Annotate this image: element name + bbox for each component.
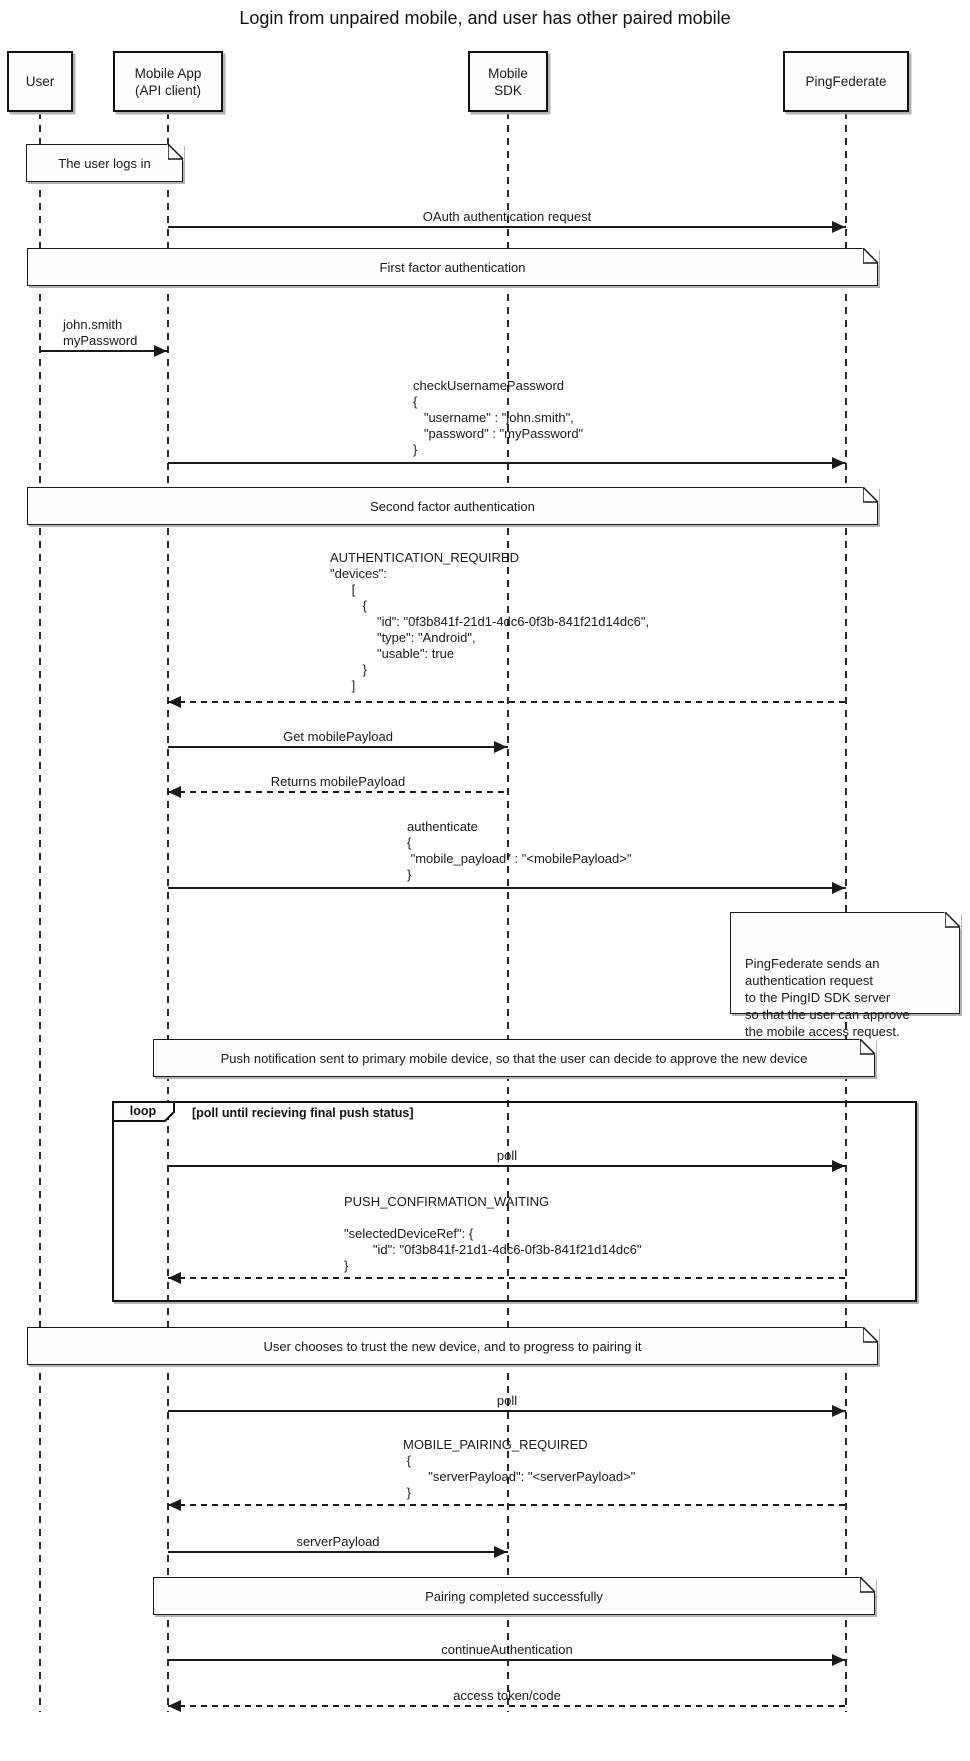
arrowhead-right-icon xyxy=(154,345,167,357)
arrowhead-left-icon xyxy=(168,1499,181,1511)
message-poll-2-line xyxy=(168,1410,846,1412)
message-continue-authentication-line xyxy=(168,1659,846,1661)
message-oauth-label: OAuth authentication request xyxy=(422,209,592,224)
note-text: Pairing completed successfully xyxy=(425,1588,603,1604)
loop-operator-label: loop xyxy=(129,1104,157,1118)
note-fold-icon xyxy=(167,143,184,160)
arrowhead-left-icon xyxy=(168,786,181,798)
arrowhead-right-icon xyxy=(832,882,845,894)
note-text: The user logs in xyxy=(58,155,151,171)
arrowhead-left-icon xyxy=(168,696,181,708)
message-access-token-label: access token/code xyxy=(453,1688,561,1703)
lifeline-mobile-app xyxy=(167,112,169,1712)
message-push-confirmation-waiting-line xyxy=(168,1277,846,1279)
arrowhead-right-icon xyxy=(832,457,845,469)
message-returns-mobile-payload-line xyxy=(168,791,508,793)
message-mobile-pairing-required-label: MOBILE_PAIRING_REQUIRED { "serverPayload… xyxy=(403,1437,636,1500)
note-text: First factor authentication xyxy=(379,259,526,275)
message-returns-mobile-payload-label: Returns mobilePayload xyxy=(270,774,406,789)
note-user-trusts: User chooses to trust the new device, an… xyxy=(27,1326,879,1365)
note-text: Second factor authentication xyxy=(370,498,535,514)
lifeline-mobile-sdk xyxy=(507,112,509,1712)
message-access-token-line xyxy=(168,1705,846,1707)
message-credentials-line xyxy=(40,350,168,352)
message-check-username-password-line xyxy=(168,462,846,464)
note-pingfederate-sends: PingFederate sends an authentication req… xyxy=(730,911,961,1039)
note-user-logs-in: The user logs in xyxy=(26,143,184,182)
note-fold-icon xyxy=(862,1326,879,1343)
note-fold-icon xyxy=(859,1576,876,1593)
note-text: User chooses to trust the new device, an… xyxy=(263,1338,642,1354)
loop-operator-tab: loop xyxy=(112,1101,176,1122)
message-server-payload-label: serverPayload xyxy=(296,1534,380,1549)
diagram-title: Login from unpaired mobile, and user has… xyxy=(239,8,731,28)
loop-pentagon-icon xyxy=(112,1101,175,1122)
message-mobile-pairing-required-line xyxy=(168,1504,846,1506)
arrowhead-right-icon xyxy=(494,741,507,753)
note-fold-icon xyxy=(944,911,961,928)
message-get-mobile-payload-label: Get mobilePayload xyxy=(283,729,393,744)
message-poll-1-label: poll xyxy=(496,1148,518,1163)
message-authenticate-line xyxy=(168,887,846,889)
lifeline-user xyxy=(39,112,41,1712)
arrowhead-left-icon xyxy=(168,1700,181,1712)
participant-pingfederate: PingFederate xyxy=(783,51,909,112)
arrowhead-right-icon xyxy=(832,221,845,233)
note-text: Push notification sent to primary mobile… xyxy=(220,1050,808,1066)
participant-mobile-sdk: Mobile SDK xyxy=(468,51,548,112)
note-fold-icon xyxy=(862,247,879,264)
message-oauth-line xyxy=(168,226,846,228)
participant-user: User xyxy=(7,51,73,112)
note-fold-icon xyxy=(862,486,879,503)
note-first-factor: First factor authentication xyxy=(27,247,879,286)
message-check-username-password-label: checkUsernamePassword { "username" : "jo… xyxy=(413,378,584,457)
arrowhead-left-icon xyxy=(168,1272,181,1284)
arrowhead-right-icon xyxy=(494,1546,507,1558)
loop-fragment: loop [poll until recieving final push st… xyxy=(112,1101,917,1302)
message-credentials-label: john.smith myPassword xyxy=(63,317,138,348)
message-authenticate-label: authenticate { "mobile_payload" : "<mobi… xyxy=(407,819,632,882)
message-server-payload-line xyxy=(168,1551,508,1553)
participant-mobile-app: Mobile App (API client) xyxy=(113,51,223,112)
arrowhead-right-icon xyxy=(832,1654,845,1666)
note-text: PingFederate sends an authentication req… xyxy=(745,956,910,1039)
message-authentication-required-line xyxy=(168,701,846,703)
message-continue-authentication-label: continueAuthentication xyxy=(441,1642,573,1657)
message-push-confirmation-waiting-label: PUSH_CONFIRMATION_WAITING "selectedDevic… xyxy=(344,1194,642,1273)
note-fold-icon xyxy=(859,1038,876,1055)
loop-guard-label: [poll until recieving final push status] xyxy=(192,1106,414,1120)
arrowhead-right-icon xyxy=(832,1405,845,1417)
note-pairing-completed: Pairing completed successfully xyxy=(153,1576,876,1615)
message-poll-1-line xyxy=(168,1165,846,1167)
message-poll-2-label: poll xyxy=(496,1393,518,1408)
arrowhead-right-icon xyxy=(832,1160,845,1172)
message-get-mobile-payload-line xyxy=(168,746,508,748)
note-push-notification: Push notification sent to primary mobile… xyxy=(153,1038,876,1077)
message-authentication-required-label: AUTHENTICATION_REQUIRED "devices": [ { "… xyxy=(330,550,650,693)
note-second-factor: Second factor authentication xyxy=(27,486,879,525)
